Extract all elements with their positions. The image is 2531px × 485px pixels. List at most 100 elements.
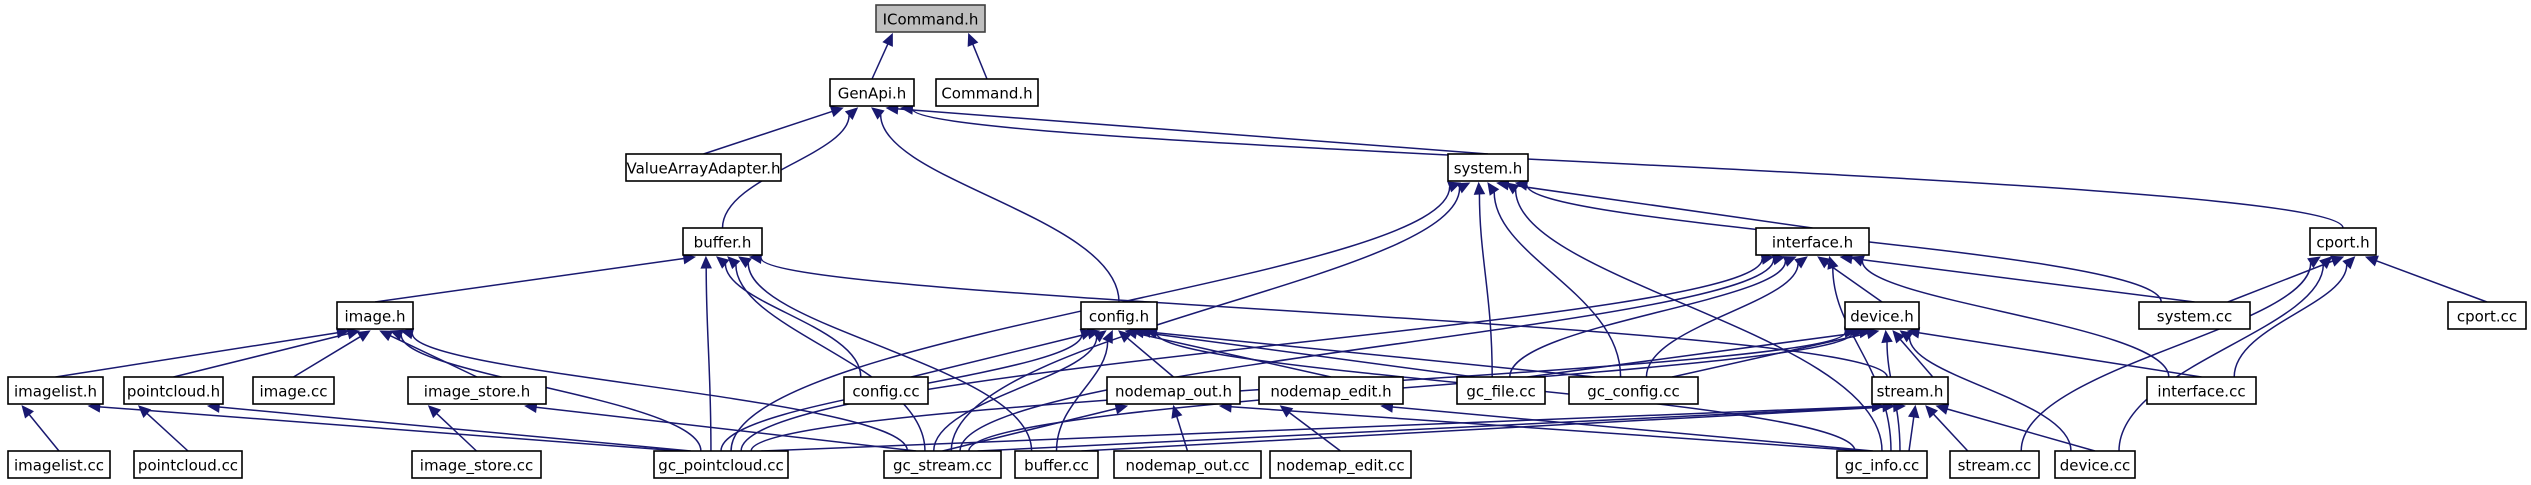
arrowhead-icon	[1925, 405, 1939, 419]
edge-line	[721, 115, 850, 229]
edge-gc-stream-cc-to-config-h	[932, 330, 1107, 452]
node-config-cc[interactable]: config.cc	[843, 376, 929, 405]
node-image-h[interactable]: image.h	[336, 301, 414, 330]
node-box[interactable]	[2138, 301, 2251, 330]
node-nodemap-out-h[interactable]: nodemap_out.h	[1106, 376, 1241, 405]
node-stream-h[interactable]: stream.h	[1871, 376, 1949, 405]
node-pointcloud-cc[interactable]: pointcloud.cc	[133, 450, 243, 479]
edge-line	[1672, 332, 1868, 378]
node-box[interactable]	[2447, 301, 2527, 330]
node-image-store-cc[interactable]: image_store.cc	[411, 450, 542, 479]
node-cport-h[interactable]: cport.h	[2309, 227, 2377, 256]
node-box[interactable]	[1949, 450, 2040, 479]
node-box[interactable]	[336, 301, 414, 330]
node-box[interactable]	[133, 450, 243, 479]
node-device-cc[interactable]: device.cc	[2054, 450, 2136, 479]
node-box[interactable]	[653, 450, 789, 479]
node-box[interactable]	[1113, 450, 1262, 479]
node-box[interactable]	[1080, 301, 1158, 330]
node-imagelist-h[interactable]: imagelist.h	[7, 376, 104, 405]
node-box[interactable]	[843, 376, 929, 405]
node-buffer-h[interactable]: buffer.h	[682, 227, 763, 256]
edge-line	[879, 114, 1120, 303]
node-nodemap-edit-cc[interactable]: nodemap_edit.cc	[1269, 450, 1412, 479]
edge-line	[411, 333, 909, 452]
node-box[interactable]	[1258, 376, 1404, 405]
node-box[interactable]	[2054, 450, 2136, 479]
node-gc-stream-cc[interactable]: gc_stream.cc	[883, 450, 1002, 479]
node-system-h[interactable]: system.h	[1447, 153, 1529, 182]
node-nodemap-out-cc[interactable]: nodemap_out.cc	[1113, 450, 1262, 479]
edge-line	[724, 264, 862, 378]
node-gc-info-cc[interactable]: gc_info.cc	[1836, 450, 1928, 479]
node-box[interactable]	[1269, 450, 1412, 479]
node-box[interactable]	[411, 450, 542, 479]
node-interface-h[interactable]: interface.h	[1755, 227, 1870, 256]
node-box[interactable]	[7, 450, 111, 479]
edges-layer	[21, 32, 2488, 452]
node-label: system.h	[1454, 160, 1523, 178]
edge-interface-h-to-system-h	[1496, 178, 1813, 229]
node-box[interactable]	[252, 376, 335, 405]
node-gc-file-cc[interactable]: gc_file.cc	[1456, 376, 1546, 405]
node-box[interactable]	[935, 78, 1039, 107]
arrowhead-icon	[1079, 329, 1094, 341]
node-valuearrayadapter-h[interactable]: ValueArrayAdapter.h	[625, 153, 782, 182]
edge-line	[1149, 331, 1595, 378]
arrowhead-icon	[1505, 182, 1520, 195]
node-box[interactable]	[1871, 376, 1949, 405]
node-box[interactable]	[829, 78, 915, 107]
edge-line	[2227, 260, 2334, 303]
edge-pointcloud-h-to-image-h	[173, 328, 361, 378]
node-genapi-h[interactable]: GenApi.h	[829, 78, 915, 107]
node-box[interactable]	[1106, 376, 1241, 405]
edge-cport-cc-to-cport-h	[2364, 255, 2488, 303]
node-box[interactable]	[1568, 376, 1699, 405]
node-stream-cc[interactable]: stream.cc	[1949, 450, 2040, 479]
arrowhead-icon	[1456, 182, 1471, 194]
node-device-h[interactable]: device.h	[1844, 301, 1920, 330]
edge-line	[740, 258, 1763, 452]
edge-line	[99, 406, 681, 452]
node-box[interactable]	[2146, 376, 2257, 405]
node-gc-config-cc[interactable]: gc_config.cc	[1568, 376, 1699, 405]
node-box[interactable]	[883, 450, 1002, 479]
node-interface-cc[interactable]: interface.cc	[2146, 376, 2257, 405]
node-image-store-h[interactable]: image_store.h	[407, 376, 547, 405]
node-box[interactable]	[123, 376, 224, 405]
node-icommand-h[interactable]: ICommand.h	[875, 4, 986, 33]
node-command-h[interactable]: Command.h	[935, 78, 1039, 107]
node-box[interactable]	[1844, 301, 1920, 330]
arrowhead-icon	[2319, 256, 2333, 270]
edge-interface-cc-to-device-h	[1906, 327, 2202, 378]
edge-line	[897, 108, 1489, 155]
node-box[interactable]	[1755, 227, 1870, 256]
node-cport-cc[interactable]: cport.cc	[2447, 301, 2527, 330]
arrowhead-icon	[1827, 255, 1839, 270]
edge-interface-cc-to-cport-h	[2233, 256, 2356, 378]
node-gc-pointcloud-cc[interactable]: gc_pointcloud.cc	[653, 450, 789, 479]
node-nodemap-edit-h[interactable]: nodemap_edit.h	[1258, 376, 1404, 405]
node-box[interactable]	[1014, 450, 1099, 479]
node-box[interactable]	[1456, 376, 1546, 405]
node-label: interface.cc	[2157, 383, 2245, 401]
edge-line	[1851, 257, 2195, 303]
node-label: gc_pointcloud.cc	[658, 457, 783, 476]
node-box[interactable]	[682, 227, 763, 256]
node-pointcloud-h[interactable]: pointcloud.h	[123, 376, 224, 405]
node-box[interactable]	[407, 376, 547, 405]
node-image-cc[interactable]: image.cc	[252, 376, 335, 405]
node-config-h[interactable]: config.h	[1080, 301, 1158, 330]
node-box[interactable]	[1447, 153, 1529, 182]
node-box[interactable]	[1836, 450, 1928, 479]
node-system-cc[interactable]: system.cc	[2138, 301, 2251, 330]
node-box[interactable]	[7, 376, 104, 405]
node-box[interactable]	[625, 153, 782, 182]
node-buffer-cc[interactable]: buffer.cc	[1014, 450, 1099, 479]
edge-gc-pointcloud-cc-to-interface-h	[740, 253, 1775, 452]
edge-line	[950, 188, 1461, 452]
edge-line	[1946, 408, 2096, 452]
node-imagelist-cc[interactable]: imagelist.cc	[7, 450, 111, 479]
node-box[interactable]	[2309, 227, 2377, 256]
node-box[interactable]	[875, 4, 986, 33]
